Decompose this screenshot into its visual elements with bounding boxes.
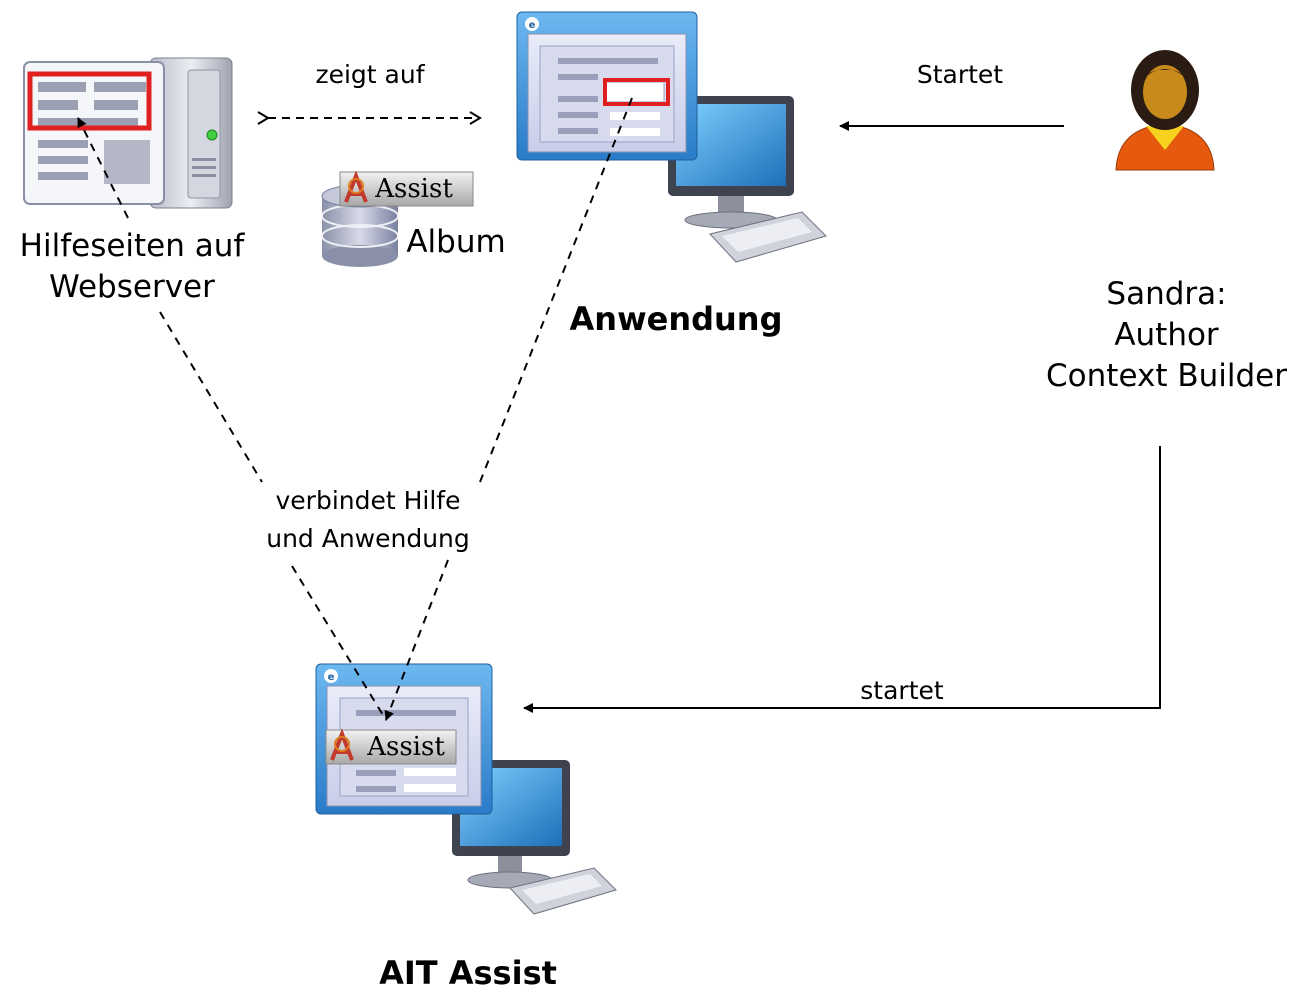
webserver-label-line2: Webserver	[49, 268, 215, 305]
web-server-icon	[23, 57, 233, 209]
assist-logo-text: Assist	[375, 174, 453, 204]
ait-assist-label: AIT Assist	[379, 954, 557, 992]
application-top: e	[516, 11, 827, 263]
assist-logo-icon	[339, 170, 474, 207]
starts-upper-label: Startet	[916, 60, 1004, 89]
application-label: Anwendung	[569, 300, 783, 338]
keyboard-icon	[709, 211, 827, 263]
help-page-highlight	[27, 71, 152, 131]
connects-label-line1: verbindet Hilfe	[275, 486, 461, 515]
application-window-icon: e	[516, 11, 698, 161]
svg-text:e: e	[328, 672, 335, 683]
application-bottom: e	[315, 663, 617, 915]
ui-element-highlight	[603, 78, 670, 106]
connects-label-line2: und Anwendung	[266, 523, 470, 553]
person-label-line3: Context Builder	[1046, 357, 1287, 394]
connects-label: verbindet Hilfe und Anwendung	[232, 482, 504, 557]
starts-lower-label: startet	[860, 676, 944, 705]
webserver-label: Hilfeseiten auf Webserver	[0, 226, 264, 308]
assist-logo-text-bottom: Assist	[367, 732, 445, 762]
svg-text:e: e	[529, 20, 536, 31]
person-label-line2: Author	[1114, 316, 1219, 353]
starts-assist-arrow	[523, 446, 1161, 713]
person-label-line1: Sandra:	[1106, 276, 1227, 312]
webserver-label-line1: Hilfeseiten auf	[19, 228, 245, 264]
person-label: Sandra: Author Context Builder	[1034, 274, 1299, 397]
points-to-label: zeigt auf	[315, 60, 425, 89]
help-to-assist-dashed-line-lower	[291, 565, 387, 721]
help-link-dashed-line	[77, 117, 129, 219]
album-label: Album	[406, 224, 506, 260]
keyboard-icon	[509, 867, 617, 915]
person-icon	[1115, 50, 1215, 171]
assist-logo-icon	[325, 728, 457, 765]
help-to-assist-dashed-line-upper	[159, 311, 263, 483]
application-to-assist-dashed-line-lower	[384, 559, 449, 721]
